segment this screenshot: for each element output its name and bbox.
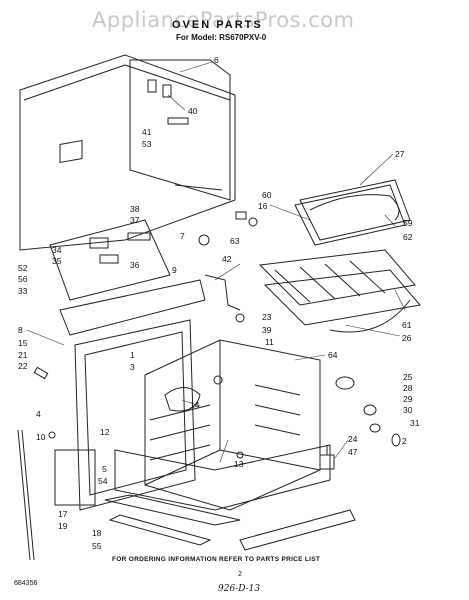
callout: 33: [18, 286, 28, 296]
model-number: For Model: RS670PXV-0: [176, 33, 267, 42]
callout: 26: [402, 333, 412, 343]
callout: 11: [265, 337, 274, 347]
callout: 61: [402, 320, 412, 330]
ordering-info: FOR ORDERING INFORMATION REFER TO PARTS …: [112, 556, 321, 563]
callout: 35: [52, 256, 62, 266]
callout: 38: [130, 204, 140, 214]
callout: 41: [142, 127, 152, 137]
page-number: 2: [238, 571, 242, 578]
callout: 64: [328, 350, 338, 360]
front-frame: [59, 279, 206, 511]
callout: 12: [100, 427, 110, 437]
callout: 37: [130, 215, 140, 225]
callout: 6: [214, 55, 219, 65]
burner-knob: [335, 376, 401, 447]
light-socket: [248, 217, 258, 227]
callout: 27: [395, 149, 405, 159]
callout: 30: [403, 405, 413, 415]
callout: 5: [102, 464, 107, 474]
bracket-part: [127, 232, 151, 241]
side-panel: [129, 59, 231, 201]
callout: 28: [403, 383, 413, 393]
callout: 40: [188, 106, 198, 116]
leader-lines: [26, 61, 406, 463]
callout: 56: [18, 274, 28, 284]
switch-part: [235, 211, 247, 220]
callout: 53: [142, 139, 152, 149]
oven-liner: [144, 339, 321, 511]
callout: 42: [222, 254, 232, 264]
side-trim: [17, 366, 96, 561]
callout: 52: [18, 263, 28, 273]
diagram-title: OVEN PARTS: [172, 19, 263, 31]
kick-plate: [239, 509, 356, 551]
callout: 7: [180, 231, 185, 241]
callout: 54: [98, 476, 108, 486]
callout: 21: [18, 350, 28, 360]
callout: 55: [92, 541, 102, 551]
base-pan: [104, 444, 331, 546]
callout: 17: [58, 509, 68, 519]
knob-part: [198, 234, 210, 246]
callout: 31: [410, 418, 420, 428]
oven-racks: [258, 249, 421, 333]
callout: 10: [36, 432, 46, 442]
callout: 60: [262, 190, 272, 200]
callout: 18: [92, 528, 102, 538]
callout: 47: [348, 447, 358, 457]
thermostat-assembly: [49, 219, 171, 301]
leveling-leg: [319, 445, 335, 470]
callout: 19: [58, 521, 68, 531]
callout: 16: [258, 201, 268, 211]
callout: 1: [130, 350, 135, 360]
callout: 63: [230, 236, 240, 246]
callout: 62: [403, 232, 413, 242]
watermark: AppliancePartsPros.com: [92, 8, 355, 32]
callout: 13: [234, 459, 244, 469]
handwritten-note: 926-D-13: [218, 584, 261, 594]
callout: 59: [403, 218, 413, 228]
document-id: 684356: [14, 580, 38, 587]
callout: 22: [18, 361, 28, 371]
callout: 29: [403, 394, 413, 404]
callout: 23: [262, 312, 272, 322]
callout: 15: [18, 338, 28, 348]
callout: 36: [130, 260, 140, 270]
callout: 25: [403, 372, 413, 382]
tube-part: [204, 274, 241, 311]
callout: 9: [172, 265, 177, 275]
callout: 34: [52, 245, 62, 255]
rear-panel: [19, 54, 236, 251]
callout: 2: [402, 436, 407, 446]
callout: 24: [348, 434, 358, 444]
callout: 39: [262, 325, 272, 335]
screw-part: [235, 313, 245, 323]
callout: 14: [190, 400, 200, 410]
broil-element: [294, 179, 411, 246]
callout-labels: 6 40 41 53 27 60 16 59 62 63 38 37 7 9 4…: [18, 55, 420, 551]
callout: 8: [18, 325, 23, 335]
callout: 4: [36, 409, 41, 419]
callout: 3: [130, 362, 135, 372]
